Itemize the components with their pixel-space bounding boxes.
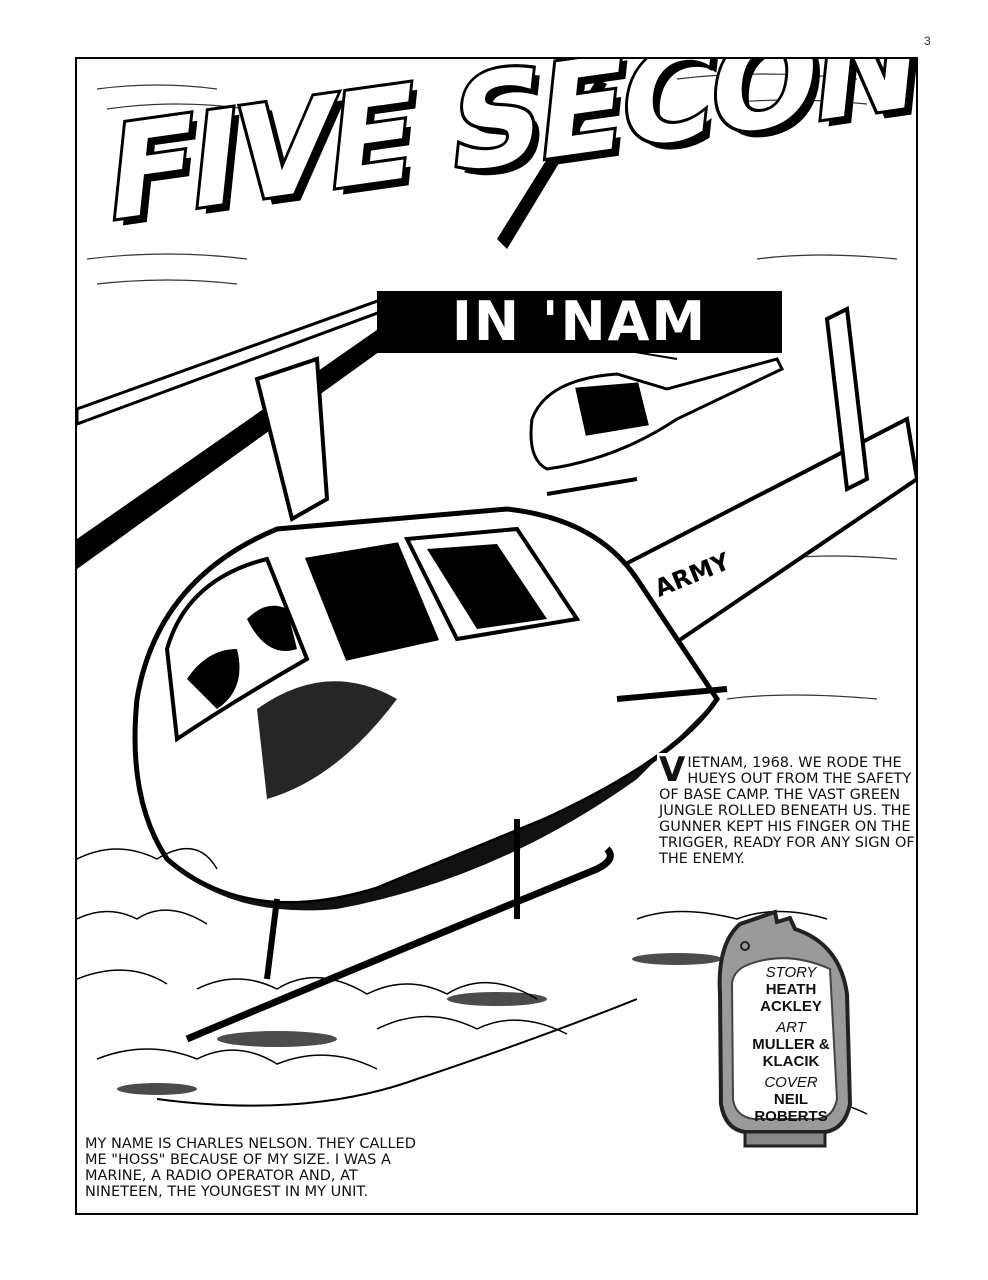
- door-window: [304, 542, 440, 661]
- credit-art-label: ART: [776, 1019, 806, 1036]
- caption-narration-bottom: MY NAME IS CHARLES NELSON. THEY CALLED M…: [81, 1133, 429, 1203]
- credit-cover-names: NEIL ROBERTS: [754, 1091, 828, 1125]
- distant-helicopter: [529, 338, 785, 496]
- credit-art-names: MULLER & KLACIK: [752, 1036, 830, 1070]
- credit-story-label: STORY: [765, 964, 817, 981]
- comic-panel: US ARMY FIVE SECONDS IN 'NAM: [75, 57, 918, 1215]
- credit-story-names: HEATH ACKLEY: [760, 981, 822, 1015]
- grenade-icon: [717, 909, 853, 1148]
- rotor-blade: [497, 79, 607, 249]
- rotor-mast: [254, 356, 330, 523]
- helicopter-artwork: US ARMY: [77, 73, 916, 1115]
- drop-cap: V: [659, 750, 686, 790]
- sky-hatching: [86, 73, 898, 700]
- jungle-shading: [117, 953, 722, 1095]
- caption-text: IETNAM, 1968. WE RODE THE HUEYS OUT FROM…: [659, 755, 915, 867]
- credits-box: STORY HEATH ACKLEY ART MULLER & KLACIK C…: [739, 964, 843, 1125]
- page-number: 3: [924, 34, 931, 48]
- landing-skid: [185, 846, 614, 1043]
- rotor-blade: [77, 309, 422, 569]
- story-subtitle: IN 'NAM: [377, 291, 782, 353]
- credit-cover-label: COVER: [764, 1074, 818, 1091]
